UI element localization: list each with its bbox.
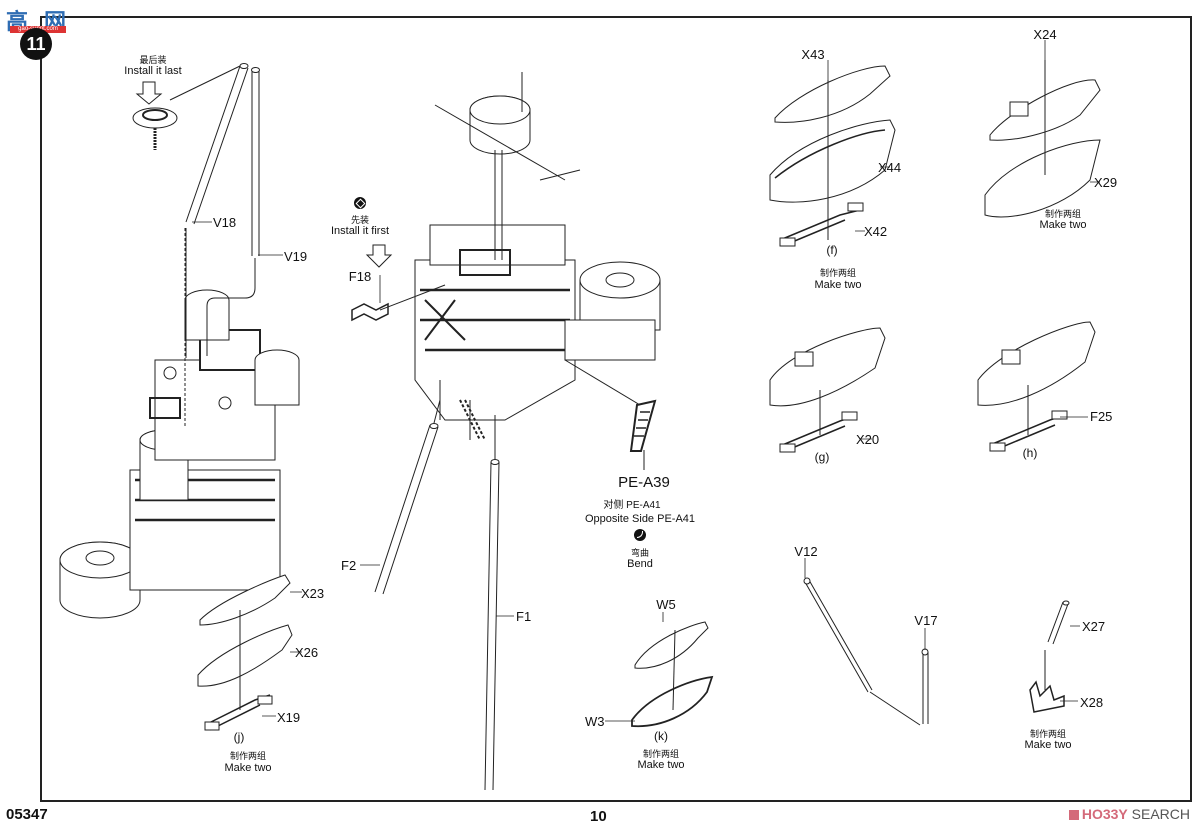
label-f1: F1 (516, 609, 532, 624)
label-x23: X23 (301, 586, 325, 601)
f1-f2-rods (374, 399, 500, 791)
label-x42: X42 (864, 224, 888, 239)
boat-h (977, 321, 1096, 452)
make-two-cn-j: 制作两组 (229, 751, 267, 761)
label-w5: W5 (656, 597, 676, 612)
label-pe-a39: PE-A39 (618, 474, 670, 491)
install-last-en: Install it last (124, 65, 182, 77)
opposite-side-cn-line: 对侧 PE-A41 (603, 496, 660, 511)
subassembly-f: (f) (826, 243, 838, 257)
product-code: 05347 (6, 806, 48, 823)
x27-x28-parts (1029, 600, 1070, 713)
boat-f (769, 65, 896, 247)
source-search: SEARCH (1131, 806, 1190, 822)
step-number-badge: 11 (20, 28, 52, 60)
v12-v17-rods (803, 577, 929, 726)
install-last-cn: 最后装 (139, 55, 167, 65)
left-superstructure (59, 228, 300, 619)
label-x27: X27 (1082, 619, 1106, 634)
pe-a39-ladder (564, 359, 657, 470)
source-hobby: HO33Y (1081, 806, 1128, 822)
install-last-part (132, 81, 178, 150)
label-x19: X19 (277, 710, 301, 725)
subassembly-j: (j) (233, 730, 245, 744)
subassembly-k: (k) (654, 729, 668, 743)
install-first-icon (354, 197, 366, 209)
source-logo-box-icon (1068, 810, 1079, 820)
boat-x24 (984, 60, 1101, 218)
bend-icon (634, 529, 646, 541)
subassembly-h: (h) (1022, 446, 1038, 460)
f18-part (351, 244, 446, 322)
subassembly-g: (g) (814, 450, 830, 464)
label-f18: F18 (348, 269, 372, 284)
opposite-side-cn: 对侧 (603, 500, 624, 511)
label-v19: V19 (284, 249, 308, 264)
label-x29: X29 (1094, 175, 1118, 190)
page-frame (40, 16, 1192, 802)
source-watermark: HO33Y SEARCH (1068, 806, 1190, 822)
install-first-cn: 先装 (350, 215, 370, 225)
label-x44: X44 (878, 160, 902, 175)
boat-g (769, 327, 886, 453)
bend-en: Bend (627, 558, 653, 570)
boat-j (197, 574, 293, 731)
opposite-side-part-en: PE-A41 (657, 513, 696, 525)
label-v17: V17 (914, 613, 938, 628)
make-two-cn-k: 制作两组 (642, 749, 680, 759)
page-number: 10 (590, 808, 607, 825)
label-w3: W3 (585, 714, 605, 729)
opposite-side-en-line: Opposite Side PE-A41 (585, 513, 695, 525)
make-two-cn-f: 制作两组 (819, 268, 857, 278)
leader-lines (192, 40, 1100, 722)
make-two-cn-x27: 制作两组 (1029, 729, 1067, 739)
label-x43: X43 (801, 47, 825, 62)
label-f25: F25 (1090, 409, 1113, 424)
bend-cn: 弯曲 (630, 548, 650, 558)
make-two-en-x27: Make two (1024, 739, 1072, 751)
opposite-side-en: Opposite Side (584, 513, 655, 525)
label-x26: X26 (295, 645, 319, 660)
boat-k (631, 621, 714, 728)
label-f2: F2 (341, 558, 357, 573)
install-first-en: Install it first (330, 225, 390, 237)
label-v12: V12 (794, 544, 818, 559)
make-two-en-j: Make two (224, 762, 272, 774)
v18-v19-rods (169, 63, 260, 358)
make-two-cn-x24: 制作两组 (1044, 209, 1082, 219)
opposite-side-part-cn: PE-A41 (626, 500, 661, 511)
make-two-en-f: Make two (814, 279, 862, 291)
label-x20: X20 (856, 432, 880, 447)
make-two-en-k: Make two (637, 759, 685, 771)
center-superstructure (414, 72, 661, 441)
label-v18: V18 (213, 215, 237, 230)
make-two-en-x24: Make two (1039, 219, 1087, 231)
label-x24: X24 (1033, 27, 1057, 42)
label-x28: X28 (1080, 695, 1104, 710)
